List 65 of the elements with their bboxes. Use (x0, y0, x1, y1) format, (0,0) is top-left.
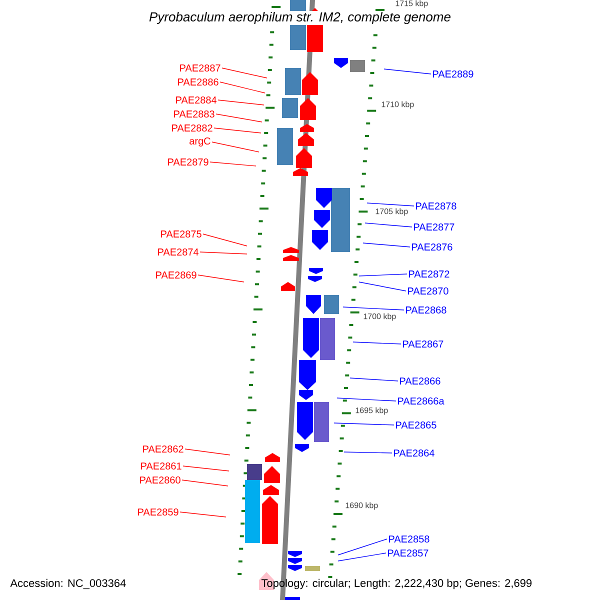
gene-label: PAE2869 (156, 271, 196, 279)
leader-line (202, 234, 248, 246)
gene-label: PAE2883 (174, 110, 214, 118)
leader-line (344, 452, 392, 454)
gene-label: PAE2858 (389, 535, 430, 543)
leader-line (342, 306, 404, 310)
footer-text: Topology: circular; Length: 2,222,430 bp; Genes: 2,699 (261, 578, 532, 590)
gene-label: PAE2878 (416, 202, 456, 210)
scale-label: 1695 kbp (356, 407, 388, 415)
leader-line (384, 68, 432, 74)
leader-line (362, 242, 410, 248)
leader-line (334, 422, 394, 426)
gene-label: PAE2884 (176, 96, 216, 104)
gene-label: PAE2882 (172, 124, 212, 132)
gene-label: PAE2879 (168, 158, 208, 166)
gene-label: PAE2862 (143, 445, 184, 453)
leader-line (358, 274, 408, 276)
gene-label: PAE2865 (396, 421, 436, 429)
gene-label: PAE2874 (158, 248, 198, 256)
leader-line (350, 378, 398, 382)
gene-label: PAE2868 (406, 306, 446, 314)
leader-line (214, 128, 262, 134)
leader-line (336, 398, 396, 402)
scale-label: 1705 kbp (376, 208, 408, 216)
scale-label: 1700 kbp (364, 313, 396, 321)
title: Pyrobaculum aerophilum str. IM2, complete genome (148, 10, 452, 26)
gene-label: PAE2887 (180, 64, 220, 72)
gene-label: PAE2877 (414, 223, 454, 231)
leader-line (216, 114, 262, 122)
leader-line (210, 162, 256, 166)
leader-line (200, 252, 248, 254)
gene-label: PAE2866a (398, 397, 444, 405)
gene-label: PAE2859 (138, 508, 178, 516)
scale-label: 1715 kbp (396, 0, 428, 8)
leader-line (218, 100, 264, 106)
footer-text: Accession: NC_003364 (10, 578, 126, 590)
gene-label: PAE2875 (161, 230, 202, 238)
leader-line (364, 222, 412, 228)
gene-label: PAE2872 (409, 270, 450, 278)
gene-label: PAE2860 (140, 476, 180, 484)
leader-line (352, 342, 402, 344)
gene-label: PAE2870 (408, 287, 448, 295)
leader-line (338, 538, 388, 556)
leader-line (184, 448, 230, 456)
leader-line (182, 480, 228, 486)
gene-label: PAE2867 (403, 340, 444, 348)
scale-label: 1710 kbp (382, 101, 414, 109)
leader-line (366, 202, 414, 206)
gene-label: PAE2864 (394, 449, 434, 457)
leader-line (212, 142, 260, 152)
gene-label: PAE2876 (412, 243, 452, 251)
leader-line (222, 68, 268, 78)
leader-line (180, 512, 226, 518)
gene-label: argC (190, 137, 210, 147)
gene-label: PAE2866 (400, 377, 440, 385)
gene-label: PAE2861 (141, 462, 182, 470)
gene-label: PAE2889 (433, 70, 474, 78)
leader-line (358, 282, 406, 292)
gene-label: PAE2886 (178, 78, 218, 86)
leader-line (182, 466, 230, 472)
leader-line (220, 82, 266, 94)
leader-line (338, 552, 386, 562)
leader-line (198, 274, 244, 282)
gene-label: PAE2857 (388, 549, 428, 557)
scale-label: 1690 kbp (346, 502, 378, 510)
